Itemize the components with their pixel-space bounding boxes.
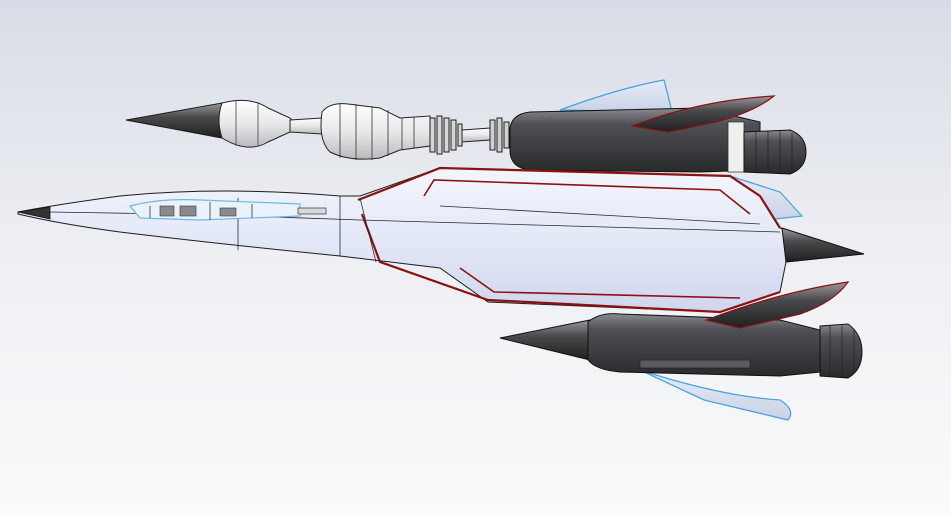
cockpit-canopy[interactable] <box>128 199 301 221</box>
lower-nozzle-petals <box>829 325 855 377</box>
upper-nozzle-petals <box>755 131 793 173</box>
lower-chine-red <box>360 213 781 314</box>
rear-shaft[interactable] <box>461 127 491 143</box>
upper-canted-tail[interactable] <box>629 95 776 133</box>
lower-exhaust-nozzle[interactable] <box>819 323 863 379</box>
lower-inlet-spike[interactable] <box>499 319 595 361</box>
nose-probe[interactable] <box>17 206 51 220</box>
canopy-frame <box>149 202 253 220</box>
upper-exhaust-nozzle[interactable] <box>743 129 807 175</box>
tail-cone[interactable] <box>781 227 865 263</box>
exploded-engine-assembly[interactable] <box>125 79 807 175</box>
lower-vertical-fin[interactable] <box>639 369 792 421</box>
cockpit-seats <box>159 205 237 217</box>
compressor-ribs <box>339 104 415 160</box>
aft-turbine-disc[interactable] <box>489 117 510 153</box>
upper-vertical-fin[interactable] <box>559 79 673 113</box>
canopy-rear-window <box>297 207 327 215</box>
drive-shaft[interactable] <box>289 117 323 135</box>
fuselage-body[interactable] <box>17 167 861 313</box>
inlet-spike-cone[interactable] <box>125 102 227 139</box>
lower-nacelle-panel <box>639 359 751 369</box>
chine-inner-red <box>423 179 751 215</box>
chine-outline-red <box>357 166 781 229</box>
lower-canted-tail[interactable] <box>703 281 850 329</box>
inlet-centerbody[interactable] <box>218 99 294 148</box>
compressor-section[interactable] <box>320 103 431 160</box>
turbine-blade-stages[interactable] <box>429 115 463 155</box>
aircraft-assembly[interactable] <box>17 166 865 421</box>
lower-chine-inner-red <box>459 267 741 299</box>
upper-nacelle-band <box>727 121 745 173</box>
